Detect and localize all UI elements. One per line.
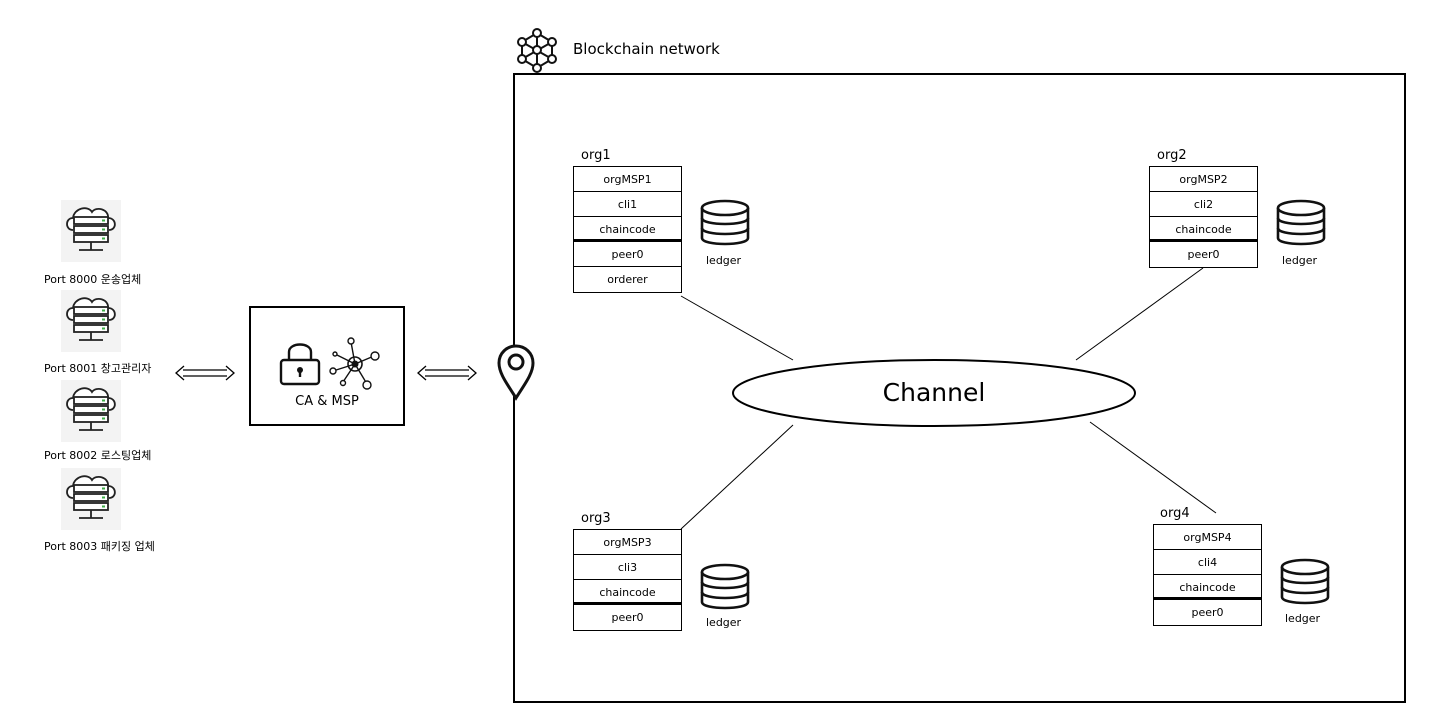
org-peer-cell: peer0 <box>1191 606 1224 619</box>
org-title: org4 <box>1160 506 1190 521</box>
server-port-label: Port 8000 운송업체 <box>44 273 142 286</box>
org-orderer-cell: orderer <box>607 273 648 286</box>
server-port-label: Port 8001 창고관리자 <box>44 362 152 375</box>
org-chaincode-cell: chaincode <box>1154 575 1261 600</box>
org-peer-cell: peer0 <box>1187 248 1220 261</box>
database-icon <box>700 563 750 610</box>
org1-channel-link <box>680 295 794 361</box>
ledger-label: ledger <box>1285 612 1321 625</box>
blockchain-network-icon <box>513 27 561 73</box>
org-cli-cell: cli4 <box>1154 550 1261 575</box>
network-hub-icon <box>329 337 380 390</box>
server-port-label: Port 8002 로스팅업체 <box>44 449 152 462</box>
org-chaincode-cell: chaincode <box>1150 217 1257 242</box>
org-peer-cell: peer0 <box>611 611 644 624</box>
ca-msp-label: CA & MSP <box>295 394 359 409</box>
location-pin-icon <box>497 344 535 401</box>
org-msp-cell: orgMSP2 <box>1150 167 1257 192</box>
double-arrow-ca-network <box>417 365 477 381</box>
org-chaincode-cell: chaincode <box>574 217 681 242</box>
org1-component-table: orgMSP1 cli1 chaincode peer0 orderer <box>573 166 682 293</box>
database-icon <box>1276 199 1326 246</box>
org-cli-cell: cli1 <box>574 192 681 217</box>
ca-msp-box: CA & MSP <box>249 306 405 426</box>
org2-component-table: orgMSP2 cli2 chaincode peer0 <box>1149 166 1258 268</box>
padlock-icon <box>279 343 321 386</box>
org-title: org2 <box>1157 148 1187 163</box>
database-icon <box>1280 558 1330 605</box>
org4-channel-link <box>1089 421 1217 514</box>
cloud-server-icon <box>61 290 121 352</box>
cloud-server-icon <box>61 468 121 530</box>
org3-channel-link <box>680 424 794 530</box>
server-port-label: Port 8003 패키징 업체 <box>44 540 155 553</box>
double-arrow-servers-ca <box>175 365 235 381</box>
org-chaincode-cell: chaincode <box>574 580 681 605</box>
org-msp-cell: orgMSP3 <box>574 530 681 555</box>
org-cli-cell: cli3 <box>574 555 681 580</box>
ledger-label: ledger <box>706 616 742 629</box>
database-icon <box>700 199 750 246</box>
ledger-label: ledger <box>706 254 742 267</box>
org4-component-table: orgMSP4 cli4 chaincode peer0 <box>1153 524 1262 626</box>
org-title: org1 <box>581 148 611 163</box>
org-peer-cell: peer0 <box>574 242 681 267</box>
org3-component-table: orgMSP3 cli3 chaincode peer0 <box>573 529 682 631</box>
org-msp-cell: orgMSP1 <box>574 167 681 192</box>
org-msp-cell: orgMSP4 <box>1154 525 1261 550</box>
channel-ellipse <box>732 359 1136 427</box>
org2-channel-link <box>1075 267 1204 361</box>
cloud-server-icon <box>61 380 121 442</box>
org-title: org3 <box>581 511 611 526</box>
org-cli-cell: cli2 <box>1150 192 1257 217</box>
blockchain-network-title: Blockchain network <box>573 40 720 58</box>
ledger-label: ledger <box>1282 254 1318 267</box>
channel-label: Channel <box>882 378 986 407</box>
cloud-server-icon <box>61 200 121 262</box>
